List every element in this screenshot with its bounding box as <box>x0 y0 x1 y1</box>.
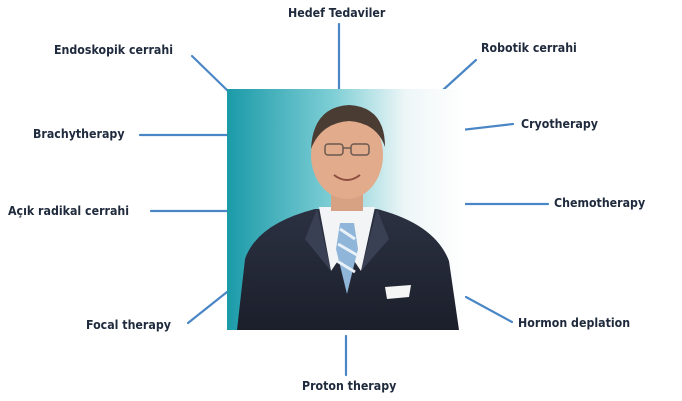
label-endoskopik-cerrahi: Endoskopik cerrahi <box>54 43 173 57</box>
label-hormon-deplation: Hormon deplation <box>518 316 631 330</box>
label-acik-radikal-cerrahi: Açık radikal cerrahi <box>8 204 130 218</box>
portrait-photo <box>227 89 465 330</box>
label-focal-therapy: Focal therapy <box>86 318 171 332</box>
label-proton-therapy: Proton therapy <box>302 379 397 393</box>
connector-focal <box>186 290 229 325</box>
label-chemotherapy: Chemotherapy <box>554 196 646 210</box>
label-cryotherapy: Cryotherapy <box>521 117 598 131</box>
label-robotik-cerrahi: Robotik cerrahi <box>481 41 577 55</box>
connector-hormon <box>464 295 514 324</box>
connector-endoskopik <box>190 54 230 93</box>
label-brachytherapy: Brachytherapy <box>33 127 125 141</box>
connector-robotik <box>441 58 478 92</box>
label-hedef-tedaviler: Hedef Tedaviler <box>288 6 386 20</box>
